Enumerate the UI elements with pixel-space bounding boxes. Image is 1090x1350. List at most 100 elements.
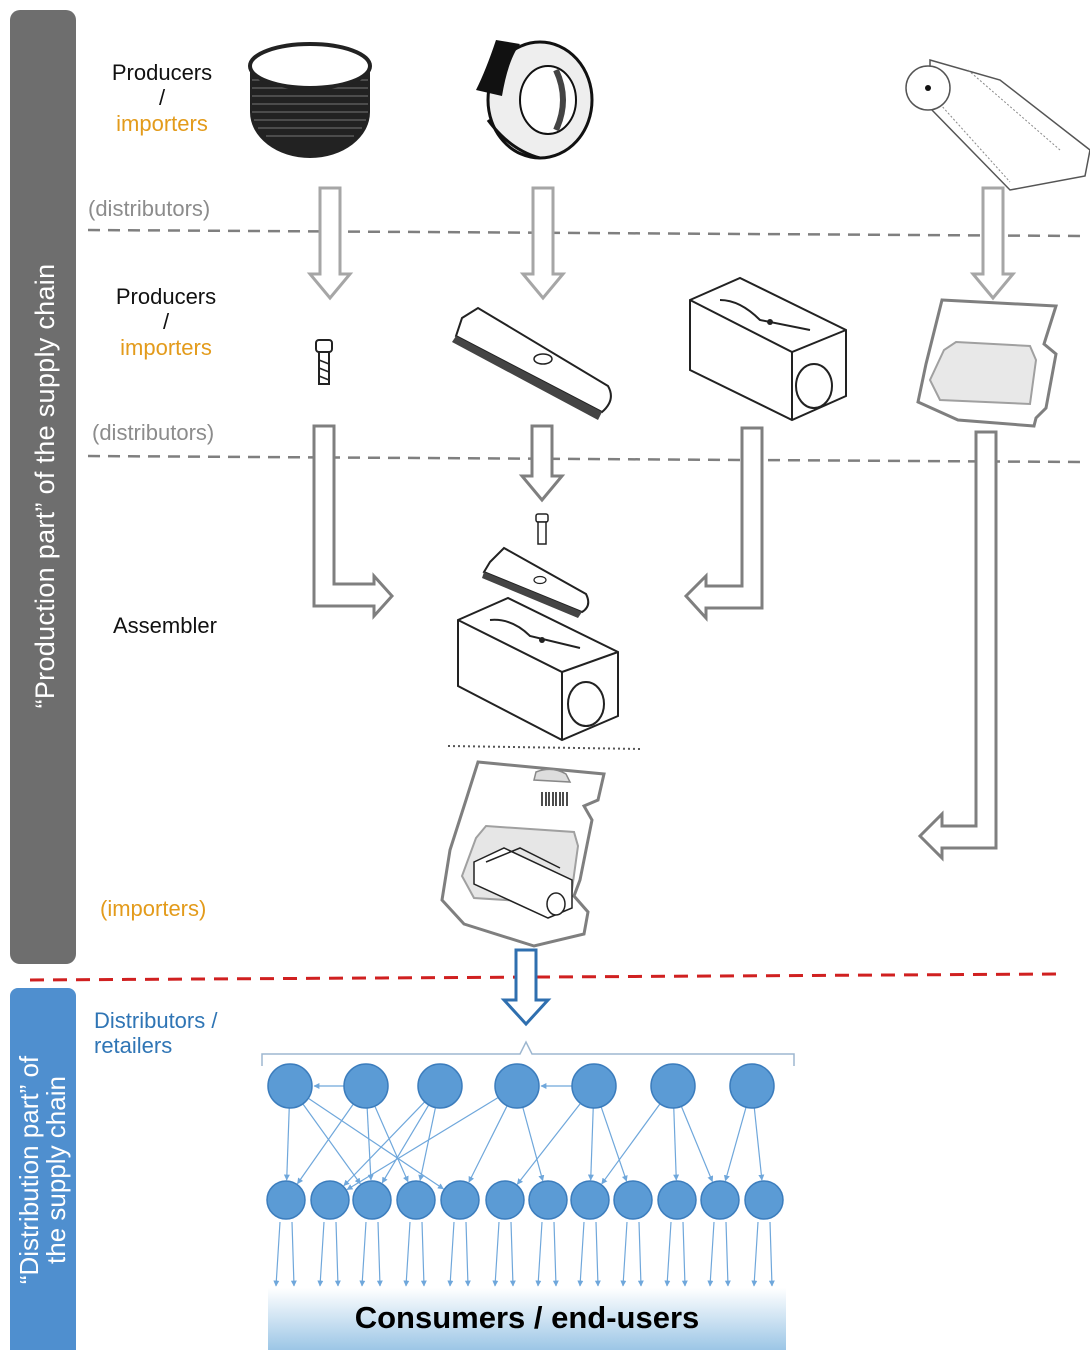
packaging-divider <box>447 745 643 750</box>
retailer-node <box>570 1180 610 1220</box>
arrow-body-to-assembler <box>683 426 764 622</box>
steel-wire-coil-icon <box>248 42 372 158</box>
retailer-node <box>571 1063 617 1109</box>
tier2-importers-label: importers <box>120 334 212 360</box>
consumer-arrow <box>724 1221 731 1287</box>
retailer-node <box>310 1180 350 1220</box>
production-distribution-divider <box>29 972 1061 982</box>
consumer-arrow <box>334 1221 341 1287</box>
retailer-node <box>417 1063 463 1109</box>
retailer-node <box>485 1180 525 1220</box>
consumer-arrow <box>376 1221 383 1287</box>
tier2-labels: Producers / importers <box>104 284 228 360</box>
network-edge <box>302 1103 361 1185</box>
blister-bag-icon <box>916 298 1059 428</box>
consumer-arrow <box>577 1221 585 1287</box>
arrow-strip-to-blade <box>519 186 567 301</box>
network-edge <box>723 1107 747 1182</box>
tier1-producers-label: Producers <box>111 60 213 85</box>
network-edge <box>296 1103 354 1185</box>
network-edge <box>680 1106 714 1183</box>
network-edge <box>343 1101 426 1187</box>
consumer-arrow <box>552 1221 559 1287</box>
network-edge <box>601 1103 661 1185</box>
consumers-label: Consumers / end-users <box>354 1300 700 1335</box>
network-edge <box>307 1097 444 1190</box>
arrow-blade-to-assembler <box>518 424 566 503</box>
consumer-arrow <box>707 1221 715 1287</box>
distributors-retailers-line1: Distributors / <box>94 1008 218 1033</box>
network-edge <box>516 1102 581 1185</box>
consumer-arrow <box>420 1221 427 1287</box>
consumer-arrow <box>464 1221 471 1287</box>
tier1-slash: / <box>158 85 166 111</box>
retailers-bracket <box>261 1040 795 1066</box>
consumer-arrow <box>681 1221 688 1287</box>
tier2-slash: / <box>162 309 170 335</box>
distributors-retailers-line2: retailers <box>94 1033 173 1059</box>
tier2-producers-label: Producers <box>115 284 217 309</box>
sharpener-body-icon <box>689 276 847 422</box>
consumer-arrow <box>317 1221 325 1287</box>
network-edge <box>346 1096 499 1191</box>
consumer-arrow <box>290 1221 297 1287</box>
barcode-icon <box>541 792 568 806</box>
retailer-node <box>528 1180 568 1220</box>
network-edge <box>600 1106 628 1182</box>
consumer-arrow <box>620 1221 628 1287</box>
retailer-node <box>352 1180 392 1220</box>
consumer-arrow <box>359 1221 367 1287</box>
retailer-node <box>729 1063 775 1109</box>
network-edge <box>374 1105 409 1183</box>
arrow-film-to-bag <box>969 186 1017 301</box>
screw-icon <box>315 339 333 385</box>
steel-strip-roll-icon <box>476 40 594 160</box>
network-edge <box>522 1107 545 1182</box>
retailer-node <box>267 1063 313 1109</box>
retailer-node <box>657 1180 697 1220</box>
tier1-importers-label: importers <box>116 110 208 136</box>
network-edge <box>673 1107 680 1181</box>
retailer-node <box>440 1180 480 1220</box>
arrow-wire-to-screw <box>306 186 354 301</box>
retailer-node <box>744 1180 784 1220</box>
consumer-arrow <box>509 1221 516 1287</box>
packaged-sharpener-icon <box>440 760 606 948</box>
network-edge <box>468 1105 508 1183</box>
distributors-retailers-label: Distributors / retailers <box>94 1008 217 1059</box>
distribution-part-bar <box>10 988 76 1350</box>
consumer-arrow <box>273 1221 281 1287</box>
consumer-arrow <box>403 1221 411 1287</box>
retailer-node <box>396 1180 436 1220</box>
consumer-arrow <box>492 1221 500 1287</box>
consumer-arrow <box>447 1221 455 1287</box>
consumer-arrow <box>751 1221 759 1287</box>
arrow-into-distribution <box>500 948 552 1027</box>
retailer-node <box>613 1180 653 1220</box>
network-edge <box>753 1107 765 1181</box>
tier2-distributors-label: (distributors) <box>92 420 215 445</box>
retailer-node <box>700 1180 740 1220</box>
network-edge <box>283 1107 290 1181</box>
assembler-label: Assembler <box>113 613 217 638</box>
retailer-node <box>494 1063 540 1109</box>
arrow-screw-to-assembler <box>312 424 395 620</box>
consumer-arrow <box>768 1221 775 1287</box>
arrow-bag-to-packaging <box>917 430 998 862</box>
tier1-labels: Producers / importers <box>100 60 224 136</box>
plastic-film-roll-icon <box>905 59 1090 191</box>
network-edge <box>587 1107 594 1181</box>
network-edge <box>381 1104 430 1184</box>
distribution-network <box>266 1063 784 1287</box>
retailer-node <box>266 1180 306 1220</box>
retailer-node <box>343 1063 389 1109</box>
network-edge <box>366 1107 374 1181</box>
network-edge <box>418 1107 437 1182</box>
tier1-divider <box>87 228 1081 238</box>
retailer-node <box>650 1063 696 1109</box>
tier2-divider <box>87 454 1081 464</box>
tier1-arrows <box>306 186 1017 301</box>
tier2-arrows <box>312 424 998 862</box>
consumers-box <box>268 1288 786 1350</box>
consumer-arrow <box>535 1221 543 1287</box>
